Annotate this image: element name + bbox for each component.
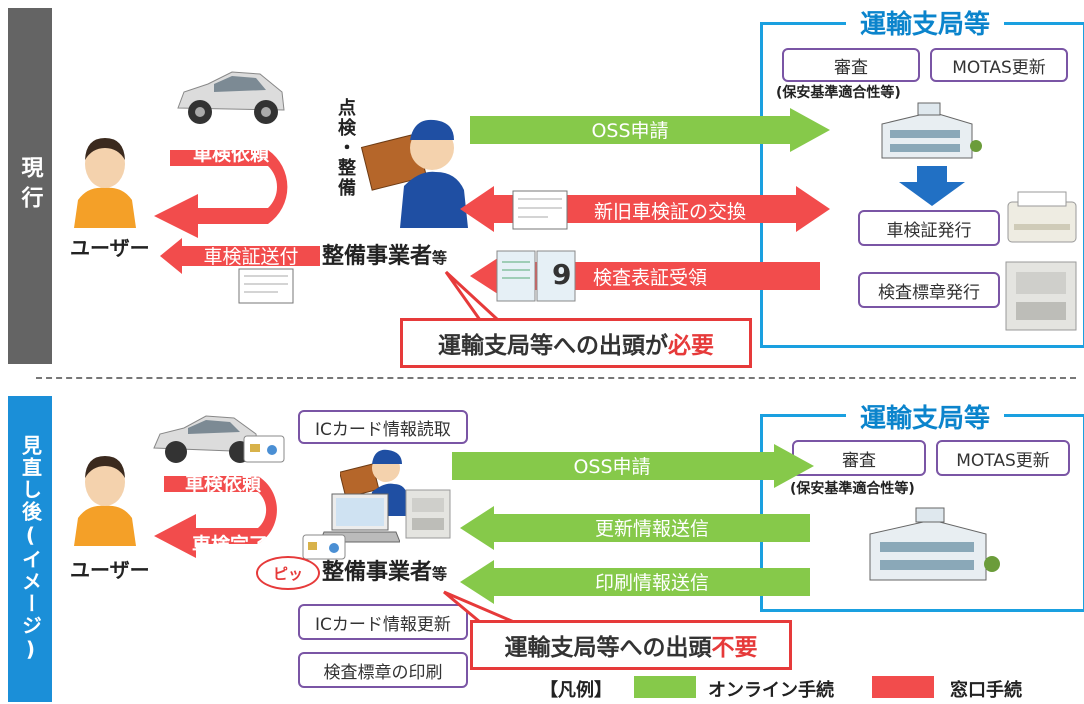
oss-arrow-label-revised: OSS申請 — [573, 455, 651, 478]
callout-revised: 運輸支局等への出頭不要 — [470, 620, 792, 670]
ic-card-icon — [302, 534, 346, 560]
sidebar-current-label: 現行 — [17, 156, 43, 216]
send-cert-arrow-label: 車検証送付 — [203, 245, 299, 268]
sidebar-current: 現行 — [8, 8, 52, 364]
ic-read-box: ICカード情報読取 — [298, 410, 468, 444]
user-label-revised: ユーザー — [70, 558, 150, 582]
legend-window-label: 窓口手続 — [950, 680, 1022, 701]
update-send-arrow — [460, 506, 810, 550]
business-label-current: 整備事業者等 — [322, 238, 447, 270]
sticker-month: 9 — [552, 258, 572, 291]
send-cert-arrow — [160, 238, 320, 274]
safety-note-revised: (保安基準適合性等) — [790, 481, 915, 497]
car-icon — [177, 71, 285, 124]
request-arrow-label-current: 車検依頼 — [192, 142, 269, 165]
request-uturn-revised-arrow — [154, 476, 277, 558]
down-arrow-icon — [899, 166, 965, 206]
mechanic-icon — [360, 119, 468, 228]
exchange-arrow-label: 新旧車検証の交換 — [593, 200, 746, 223]
oss-arrow-current — [470, 108, 830, 152]
legend-online-label: オンライン手続 — [708, 680, 834, 701]
callout-current-highlight: 必要 — [668, 333, 714, 359]
gov-building-revised-icon — [869, 507, 1000, 581]
sticker-icon — [496, 250, 576, 302]
update-send-arrow-label: 更新情報送信 — [594, 517, 709, 540]
beep-bubble: ピッ — [256, 556, 320, 590]
sidebar-revised-label: 見直し後(イメージ) — [18, 435, 43, 663]
print-send-arrow — [460, 560, 810, 604]
complete-arrow-label: 車検完了 — [191, 533, 268, 556]
printer-icon — [1007, 191, 1077, 243]
user-avatar-revised-icon — [74, 456, 136, 546]
receive-arrow-label: 検査表証受領 — [592, 266, 707, 289]
business-name: 整備事業者 — [322, 244, 433, 269]
business-suffix: 等 — [432, 249, 448, 267]
sticker-print-box: 検査標章の印刷 — [298, 652, 468, 688]
sticker-issue-box: 検査標章発行 — [858, 272, 1000, 308]
certificate-doc-icon — [512, 190, 568, 230]
safety-note-current: (保安基準適合性等) — [776, 85, 901, 101]
business-label-revised: 整備事業者等 — [322, 554, 447, 586]
gov-office-title-current: 運輸支局等 — [846, 4, 1005, 41]
motas-box-current: MOTAS更新 — [930, 48, 1068, 82]
certificate-issue-box: 車検証発行 — [858, 210, 1000, 246]
callout-current-text: 運輸支局等への出頭が — [438, 333, 668, 359]
business-name-revised: 整備事業者 — [322, 560, 433, 585]
sidebar-revised: 見直し後(イメージ) — [8, 396, 52, 702]
gov-office-title-revised: 運輸支局等 — [846, 398, 1005, 435]
legend-window-swatch — [872, 676, 934, 698]
legend-online-swatch — [634, 676, 696, 698]
legend-label: 【凡例】 — [540, 680, 612, 701]
review-box-current: 審査 — [782, 48, 920, 82]
business-suffix-revised: 等 — [432, 565, 448, 583]
motas-box-revised: MOTAS更新 — [936, 440, 1070, 476]
car-revised-icon — [153, 415, 285, 463]
inspection-label: 点検・整備 — [335, 98, 356, 198]
section-divider — [36, 377, 1076, 379]
print-send-arrow-label: 印刷情報送信 — [594, 571, 709, 594]
user-avatar-icon — [74, 138, 136, 228]
callout-current: 運輸支局等への出頭が必要 — [400, 318, 752, 368]
user-label-current: ユーザー — [70, 236, 150, 260]
beep-text: ピッ — [272, 564, 303, 583]
request-uturn-arrow — [154, 150, 288, 238]
oss-arrow-label-current: OSS申請 — [591, 119, 669, 142]
document-icon — [238, 268, 294, 304]
request-arrow-label-revised: 車検依頼 — [184, 472, 261, 495]
oss-arrow-revised — [452, 444, 814, 488]
gov-building-icon — [881, 102, 982, 159]
review-box-revised: 審査 — [792, 440, 926, 476]
printer-revised-icon — [405, 489, 451, 539]
sticker-printer-icon — [1005, 261, 1077, 331]
ic-update-box: ICカード情報更新 — [298, 604, 468, 640]
callout-revised-highlight: 不要 — [711, 635, 758, 661]
callout-revised-text: 運輸支局等への出頭 — [504, 635, 712, 661]
